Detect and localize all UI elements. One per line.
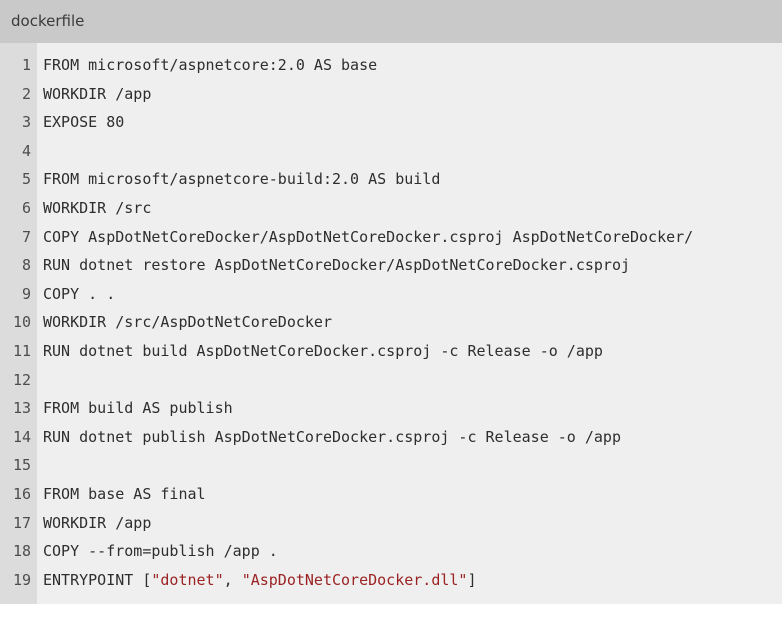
code-token: FROM base AS final bbox=[43, 484, 206, 503]
code-line bbox=[43, 137, 782, 166]
line-number: 13 bbox=[12, 399, 31, 418]
code-line: WORKDIR /src bbox=[43, 194, 782, 223]
line-number: 12 bbox=[12, 370, 31, 389]
code-line bbox=[43, 451, 782, 480]
code-header: dockerfile bbox=[0, 0, 782, 43]
code-token: RUN dotnet restore AspDotNetCoreDocker/A… bbox=[43, 256, 630, 275]
code-token: EXPOSE 80 bbox=[43, 113, 125, 132]
line-number: 19 bbox=[12, 570, 31, 589]
code-token: , bbox=[223, 570, 242, 589]
line-number: 2 bbox=[21, 84, 31, 103]
code-token: RUN dotnet build AspDotNetCoreDocker.csp… bbox=[43, 341, 603, 360]
line-number: 9 bbox=[21, 284, 31, 303]
line-number: 17 bbox=[12, 513, 31, 532]
code-language-label: dockerfile bbox=[11, 12, 85, 30]
code-line: FROM base AS final bbox=[43, 480, 782, 509]
line-number: 8 bbox=[21, 256, 31, 275]
code-line: COPY AspDotNetCoreDocker/AspDotNetCoreDo… bbox=[43, 223, 782, 252]
code-token: COPY --from=publish /app . bbox=[43, 542, 278, 561]
code-line: COPY . . bbox=[43, 280, 782, 309]
line-number: 7 bbox=[21, 227, 31, 246]
code-token: COPY AspDotNetCoreDocker/AspDotNetCoreDo… bbox=[43, 227, 694, 246]
line-number: 11 bbox=[12, 341, 31, 360]
line-number: 1 bbox=[21, 56, 31, 74]
code-line: WORKDIR /app bbox=[43, 80, 782, 109]
code-line: WORKDIR /src/AspDotNetCoreDocker bbox=[43, 308, 782, 337]
line-number: 18 bbox=[12, 542, 31, 561]
line-number: 14 bbox=[12, 427, 31, 446]
code-token: RUN dotnet publish AspDotNetCoreDocker.c… bbox=[43, 427, 621, 446]
code-line: RUN dotnet publish AspDotNetCoreDocker.c… bbox=[43, 423, 782, 452]
code-line bbox=[43, 366, 782, 395]
code-token: FROM microsoft/aspnetcore-build:2.0 AS b… bbox=[43, 170, 441, 189]
line-number: 4 bbox=[21, 141, 31, 160]
code-line: FROM microsoft/aspnetcore:2.0 AS base bbox=[43, 51, 782, 80]
line-number: 16 bbox=[12, 484, 31, 503]
code-token: ] bbox=[467, 570, 477, 589]
string-token: "dotnet" bbox=[151, 570, 224, 589]
line-number: 6 bbox=[21, 198, 31, 217]
string-token: "AspDotNetCoreDocker.dll" bbox=[241, 570, 468, 589]
code-token: WORKDIR /src bbox=[43, 198, 152, 217]
line-number: 10 bbox=[12, 313, 31, 332]
code-token: FROM microsoft/aspnetcore:2.0 AS base bbox=[43, 56, 378, 74]
code-line: RUN dotnet restore AspDotNetCoreDocker/A… bbox=[43, 251, 782, 280]
line-number: 5 bbox=[21, 170, 31, 189]
code-token: COPY . . bbox=[43, 284, 116, 303]
line-number: 15 bbox=[12, 456, 31, 475]
code-line: WORKDIR /app bbox=[43, 509, 782, 538]
code-token: WORKDIR /app bbox=[43, 84, 152, 103]
code-token: WORKDIR /src/AspDotNetCoreDocker bbox=[43, 313, 332, 332]
code-line: RUN dotnet build AspDotNetCoreDocker.csp… bbox=[43, 337, 782, 366]
code-line: FROM build AS publish bbox=[43, 394, 782, 423]
code-token: WORKDIR /app bbox=[43, 513, 152, 532]
code-line: EXPOSE 80 bbox=[43, 108, 782, 137]
code-line: ENTRYPOINT ["dotnet", "AspDotNetCoreDock… bbox=[43, 566, 782, 595]
code-line: COPY --from=publish /app . bbox=[43, 537, 782, 566]
line-number: 3 bbox=[21, 113, 31, 132]
code-line: FROM microsoft/aspnetcore-build:2.0 AS b… bbox=[43, 165, 782, 194]
code-token: FROM build AS publish bbox=[43, 399, 233, 418]
code-token: ENTRYPOINT [ bbox=[43, 570, 152, 589]
